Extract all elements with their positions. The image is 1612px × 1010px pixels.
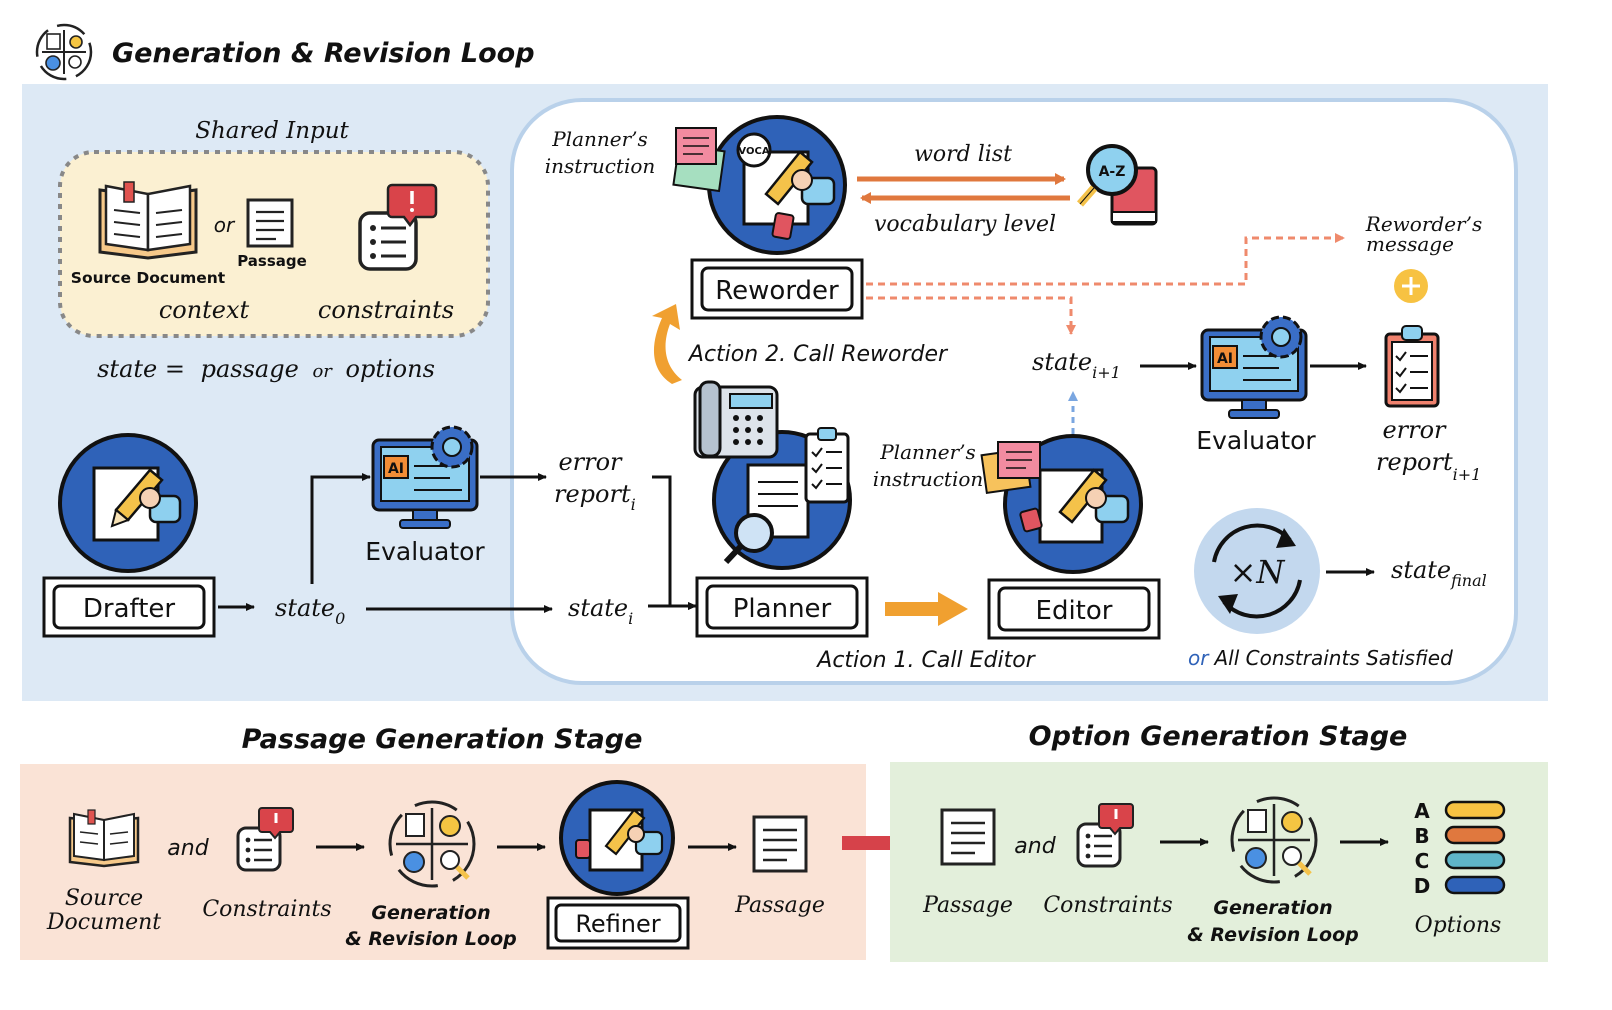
editor-label: Editor bbox=[1036, 596, 1113, 626]
passage-stage-source-1: Source bbox=[65, 886, 143, 911]
passage-stage-loop-1: Generation bbox=[371, 902, 490, 924]
planner-icon bbox=[693, 380, 852, 570]
state-next-label: statei+1 bbox=[1032, 348, 1121, 382]
option-letter-d: D bbox=[1414, 874, 1431, 898]
option-stage-title: Option Generation Stage bbox=[1029, 721, 1408, 752]
svg-text:VOCA: VOCA bbox=[738, 146, 769, 157]
evaluator-left-label: Evaluator bbox=[365, 537, 485, 566]
svg-text:AI: AI bbox=[1217, 351, 1233, 367]
context-label: context bbox=[159, 296, 250, 324]
error-report-i-line1: error bbox=[558, 448, 623, 476]
planner-box bbox=[705, 584, 859, 630]
option-letter-c: C bbox=[1415, 849, 1430, 873]
passage-stage-book-icon bbox=[68, 809, 140, 868]
evaluator-right-label: Evaluator bbox=[1196, 426, 1316, 455]
option-stage-passage-icon bbox=[940, 808, 996, 866]
passage-stage-passage: Passage bbox=[734, 893, 825, 918]
passage-stage-and: and bbox=[167, 836, 209, 861]
times-n-label: ×N bbox=[1230, 553, 1286, 591]
repeat-icon bbox=[1194, 508, 1320, 634]
drafter-icon bbox=[58, 433, 198, 573]
error-report-i-line2: reporti bbox=[554, 480, 636, 514]
passage-stage-constraints: Constraints bbox=[202, 897, 331, 922]
option-stage-loop-1: Generation bbox=[1213, 897, 1332, 919]
word-list-label: word list bbox=[914, 142, 1012, 167]
error-report-next-line1: error bbox=[1382, 416, 1447, 444]
option-stage-constraints: Constraints bbox=[1043, 893, 1172, 918]
option-letter-a: A bbox=[1414, 799, 1430, 823]
clipboard-icon bbox=[1384, 325, 1440, 408]
dictionary-icon: A-Z bbox=[1076, 144, 1158, 226]
arrow-planner-editor bbox=[885, 592, 968, 626]
option-stage-loop-2: & Revision Loop bbox=[1187, 924, 1358, 946]
reworder-label: Reworder bbox=[715, 276, 839, 306]
or-label: or bbox=[214, 213, 236, 237]
arrow-reworder-message bbox=[866, 233, 1345, 286]
passage-stage-source-2: Document bbox=[46, 910, 161, 935]
editor-icon bbox=[980, 434, 1143, 574]
state-i-label: statei bbox=[568, 594, 633, 628]
loop-title: Generation & Revision Loop bbox=[112, 38, 535, 69]
planners-instruction-top-2: instruction bbox=[545, 154, 656, 178]
passage-stage-title: Passage Generation Stage bbox=[242, 724, 643, 755]
option-stage-loop-icon bbox=[1230, 796, 1318, 884]
passage-stage-constraints-icon bbox=[236, 807, 294, 872]
arrow-state0-evaluator bbox=[310, 473, 371, 584]
passage-stage-loop-2: & Revision Loop bbox=[345, 928, 516, 950]
option-stage-constraints-icon bbox=[1076, 803, 1134, 868]
passage-doc-icon bbox=[246, 198, 294, 248]
state-definition: state = passage or options bbox=[97, 355, 435, 383]
reworder-box bbox=[700, 266, 854, 312]
error-report-next-line2: reporti+1 bbox=[1376, 448, 1481, 484]
passage-stage-passage-icon bbox=[752, 815, 808, 873]
constraints-icon bbox=[358, 183, 438, 271]
plus-icon bbox=[1394, 269, 1428, 303]
svg-text:A-Z: A-Z bbox=[1099, 164, 1126, 180]
passage-label: Passage bbox=[237, 252, 307, 270]
action2-label: Action 2. Call Reworder bbox=[687, 342, 949, 367]
option-stage-and: and bbox=[1014, 834, 1056, 859]
vocabulary-level-label: vocabulary level bbox=[874, 212, 1056, 237]
planners-instruction-mid-1: Planner’s bbox=[879, 440, 976, 464]
reworders-message-1: Reworder’s bbox=[1365, 212, 1482, 236]
arrow-planner-reworder bbox=[652, 304, 682, 384]
option-stage-panel bbox=[890, 762, 1548, 962]
reworders-message-2: message bbox=[1366, 232, 1454, 256]
reworder-icon: VOCA bbox=[672, 115, 847, 255]
svg-text:AI: AI bbox=[388, 461, 404, 477]
constraints-label: constraints bbox=[318, 296, 454, 324]
state0-label: state0 bbox=[275, 594, 345, 628]
options-label: Options bbox=[1415, 913, 1502, 938]
loop-title-icon bbox=[35, 23, 93, 81]
state-final-label: statefinal bbox=[1391, 556, 1487, 590]
planners-instruction-mid-2: instruction bbox=[873, 467, 984, 491]
planners-instruction-top-1: Planner’s bbox=[551, 127, 648, 151]
option-letter-b: B bbox=[1414, 824, 1429, 848]
editor-box bbox=[997, 586, 1151, 632]
options-icon: A B C D bbox=[1414, 799, 1506, 898]
refiner-box bbox=[554, 903, 682, 943]
evaluator-left-icon: AI bbox=[371, 425, 479, 529]
source-document-label: Source Document bbox=[71, 269, 226, 287]
book-icon bbox=[98, 181, 198, 260]
drafter-box bbox=[52, 584, 206, 630]
refiner-icon bbox=[559, 780, 675, 896]
option-stage-passage: Passage bbox=[922, 893, 1013, 918]
shared-input-heading: Shared Input bbox=[195, 118, 349, 144]
arrow-reworder-state-next bbox=[866, 296, 1076, 335]
evaluator-right-icon: AI bbox=[1200, 315, 1308, 419]
refiner-label: Refiner bbox=[575, 910, 660, 938]
planner-label: Planner bbox=[733, 594, 832, 624]
action1-label: Action 1. Call Editor bbox=[815, 648, 1036, 673]
drafter-label: Drafter bbox=[83, 594, 176, 624]
passage-stage-loop-icon bbox=[388, 800, 476, 888]
